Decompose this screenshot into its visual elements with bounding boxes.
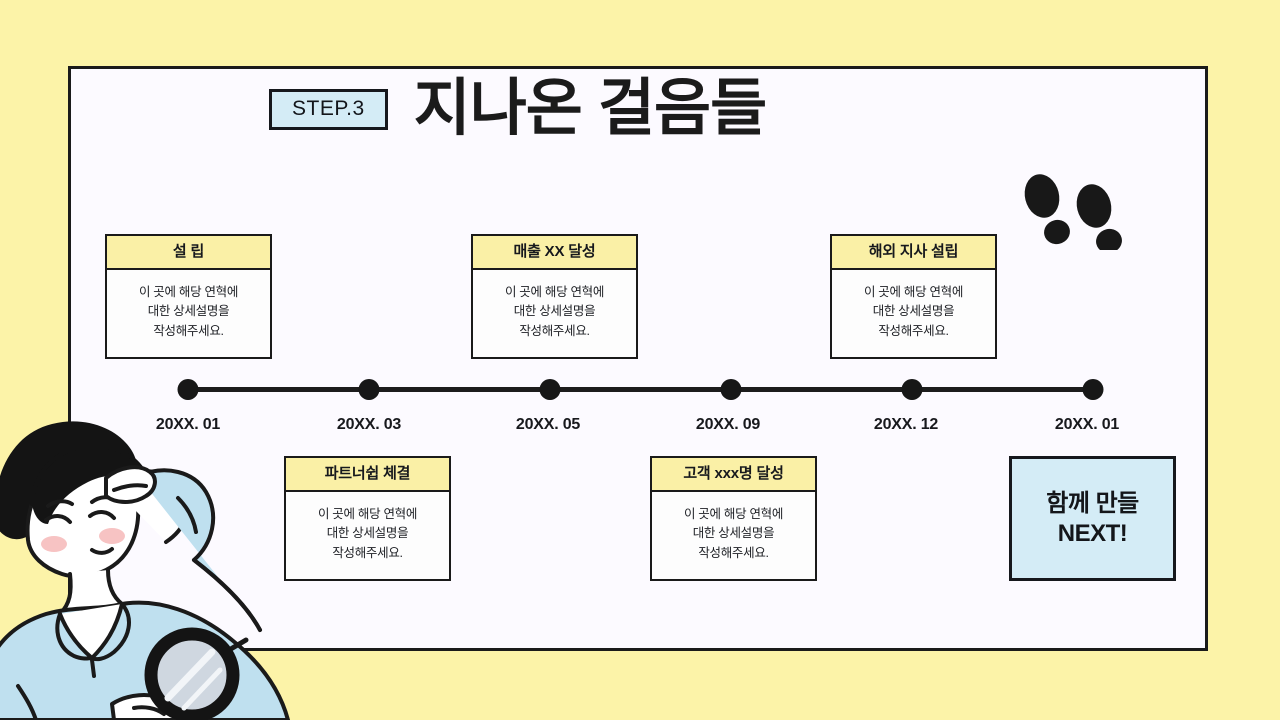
- timeline-date-label: 20XX. 03: [336, 416, 402, 433]
- milestone-card[interactable]: 파트너쉽 체결 이 곳에 해당 연혁에 대한 상세설명을 작성해주세요.: [284, 456, 451, 581]
- timeline-dot[interactable]: [720, 379, 742, 400]
- card-title: 고객 xxx명 달성: [652, 458, 815, 492]
- card-body-line: 대한 상세설명을: [513, 304, 596, 319]
- step-badge: STEP.3: [269, 88, 388, 130]
- next-callout-box[interactable]: 함께 만들 NEXT!: [1009, 456, 1176, 581]
- footprints-icon: [1024, 174, 1122, 250]
- card-body: 이 곳에 해당 연혁에 대한 상세설명을 작성해주세요.: [286, 492, 449, 577]
- timeline-dot[interactable]: [539, 379, 561, 400]
- card-body-line: 이 곳에 해당 연혁에: [863, 285, 964, 299]
- card-title: 해외 지사 설립: [832, 236, 995, 270]
- title-row: STEP.3 지나온 걸음들: [269, 64, 909, 154]
- card-title: 설 립: [107, 236, 270, 270]
- timeline-date-label: 20XX. 01: [1054, 416, 1120, 433]
- card-body-line: 작성해주세요.: [698, 545, 769, 560]
- timeline-dot[interactable]: [1082, 379, 1104, 400]
- card-body: 이 곳에 해당 연혁에 대한 상세설명을 작성해주세요.: [473, 270, 636, 355]
- card-body-line: 대한 상세설명을: [872, 304, 955, 319]
- card-body-line: 이 곳에 해당 연혁에: [504, 285, 605, 299]
- timeline-dot[interactable]: [177, 379, 199, 400]
- card-title: 매출 XX 달성: [473, 236, 636, 270]
- card-body-line: 작성해주세요.: [878, 323, 949, 338]
- timeline-axis: [188, 387, 1094, 392]
- card-body: 이 곳에 해당 연혁에 대한 상세설명을 작성해주세요.: [107, 270, 270, 355]
- card-body-line: 작성해주세요.: [519, 323, 590, 338]
- card-body-line: 이 곳에 해당 연혁에: [317, 507, 418, 521]
- card-body: 이 곳에 해당 연혁에 대한 상세설명을 작성해주세요.: [832, 270, 995, 355]
- card-body-line: 대한 상세설명을: [326, 526, 409, 541]
- timeline-date-label: 20XX. 05: [515, 416, 581, 433]
- card-body-line: 대한 상세설명을: [147, 304, 230, 319]
- timeline-date-label: 20XX. 01: [155, 416, 221, 433]
- timeline-dot[interactable]: [901, 379, 923, 400]
- timeline-dot[interactable]: [358, 379, 380, 400]
- magnifying-glass-icon: [144, 627, 249, 720]
- card-body-line: 대한 상세설명을: [692, 526, 775, 541]
- milestone-card[interactable]: 해외 지사 설립 이 곳에 해당 연혁에 대한 상세설명을 작성해주세요.: [830, 234, 997, 359]
- card-body: 이 곳에 해당 연혁에 대한 상세설명을 작성해주세요.: [652, 492, 815, 577]
- card-body-line: 이 곳에 해당 연혁에: [683, 507, 784, 521]
- milestone-card[interactable]: 매출 XX 달성 이 곳에 해당 연혁에 대한 상세설명을 작성해주세요.: [471, 234, 638, 359]
- person-looking-with-magnifier-illustration: [0, 421, 290, 720]
- card-title: 파트너쉽 체결: [286, 458, 449, 492]
- card-body-line: 작성해주세요.: [332, 545, 403, 560]
- page-title: 지나온 걸음들: [413, 74, 767, 143]
- timeline-date-label: 20XX. 09: [695, 416, 761, 433]
- timeline-date-label: 20XX. 12: [873, 416, 939, 433]
- card-body-line: 이 곳에 해당 연혁에: [138, 285, 239, 299]
- milestone-card[interactable]: 고객 xxx명 달성 이 곳에 해당 연혁에 대한 상세설명을 작성해주세요.: [650, 456, 817, 581]
- next-line-1: 함께 만들: [1046, 489, 1139, 517]
- milestone-card[interactable]: 설 립 이 곳에 해당 연혁에 대한 상세설명을 작성해주세요.: [105, 234, 272, 359]
- next-line-2: NEXT!: [1057, 519, 1128, 547]
- card-body-line: 작성해주세요.: [153, 323, 224, 338]
